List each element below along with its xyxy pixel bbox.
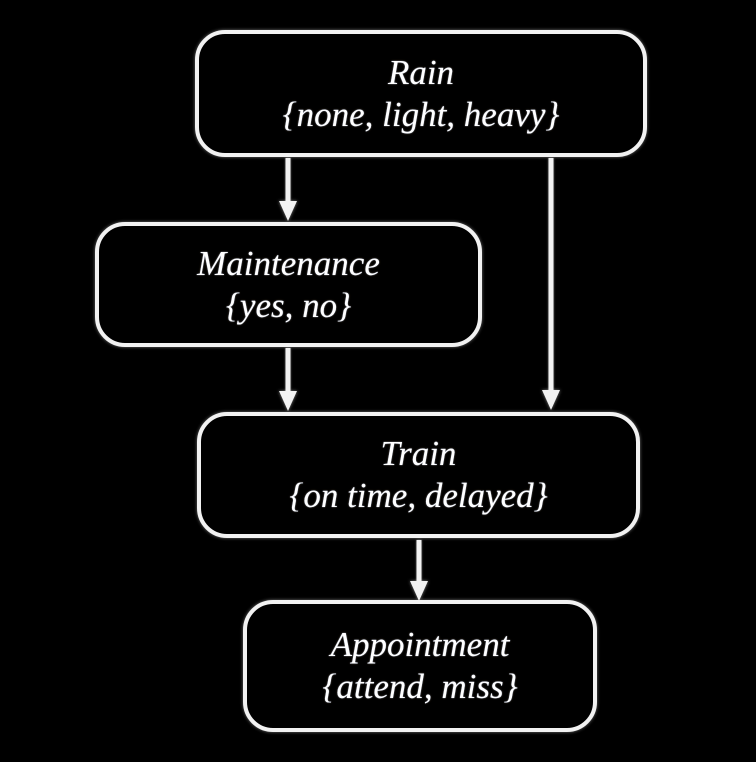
node-appointment-label: Appointment [330, 625, 510, 665]
node-maintenance-label: Maintenance [197, 243, 380, 283]
edge-stem [285, 158, 291, 203]
node-rain-label: Rain [387, 52, 455, 92]
edge-stem [285, 348, 291, 393]
node-appointment-states: {attend, miss} [322, 667, 518, 706]
node-maintenance-states: {yes, no} [225, 285, 352, 325]
node-train-states: {on time, delayed} [289, 476, 548, 515]
edge-stem [548, 158, 554, 392]
node-rain[interactable]: Rain {none, light, heavy} [195, 30, 647, 157]
edge-maintenance-to-train [275, 348, 301, 411]
edge-train-to-appointment [406, 540, 432, 601]
node-train-label: Train [380, 434, 457, 474]
arrowhead-icon [279, 201, 297, 221]
arrowhead-icon [542, 390, 560, 410]
node-maintenance[interactable]: Maintenance {yes, no} [95, 222, 482, 347]
node-train[interactable]: Train {on time, delayed} [197, 412, 640, 538]
arrowhead-icon [410, 581, 428, 601]
edge-rain-to-maintenance [275, 158, 301, 221]
edge-rain-to-train [538, 158, 564, 410]
edge-stem [416, 540, 422, 583]
arrowhead-icon [279, 391, 297, 411]
node-rain-states: {none, light, heavy} [282, 94, 560, 134]
node-appointment[interactable]: Appointment {attend, miss} [243, 600, 597, 732]
